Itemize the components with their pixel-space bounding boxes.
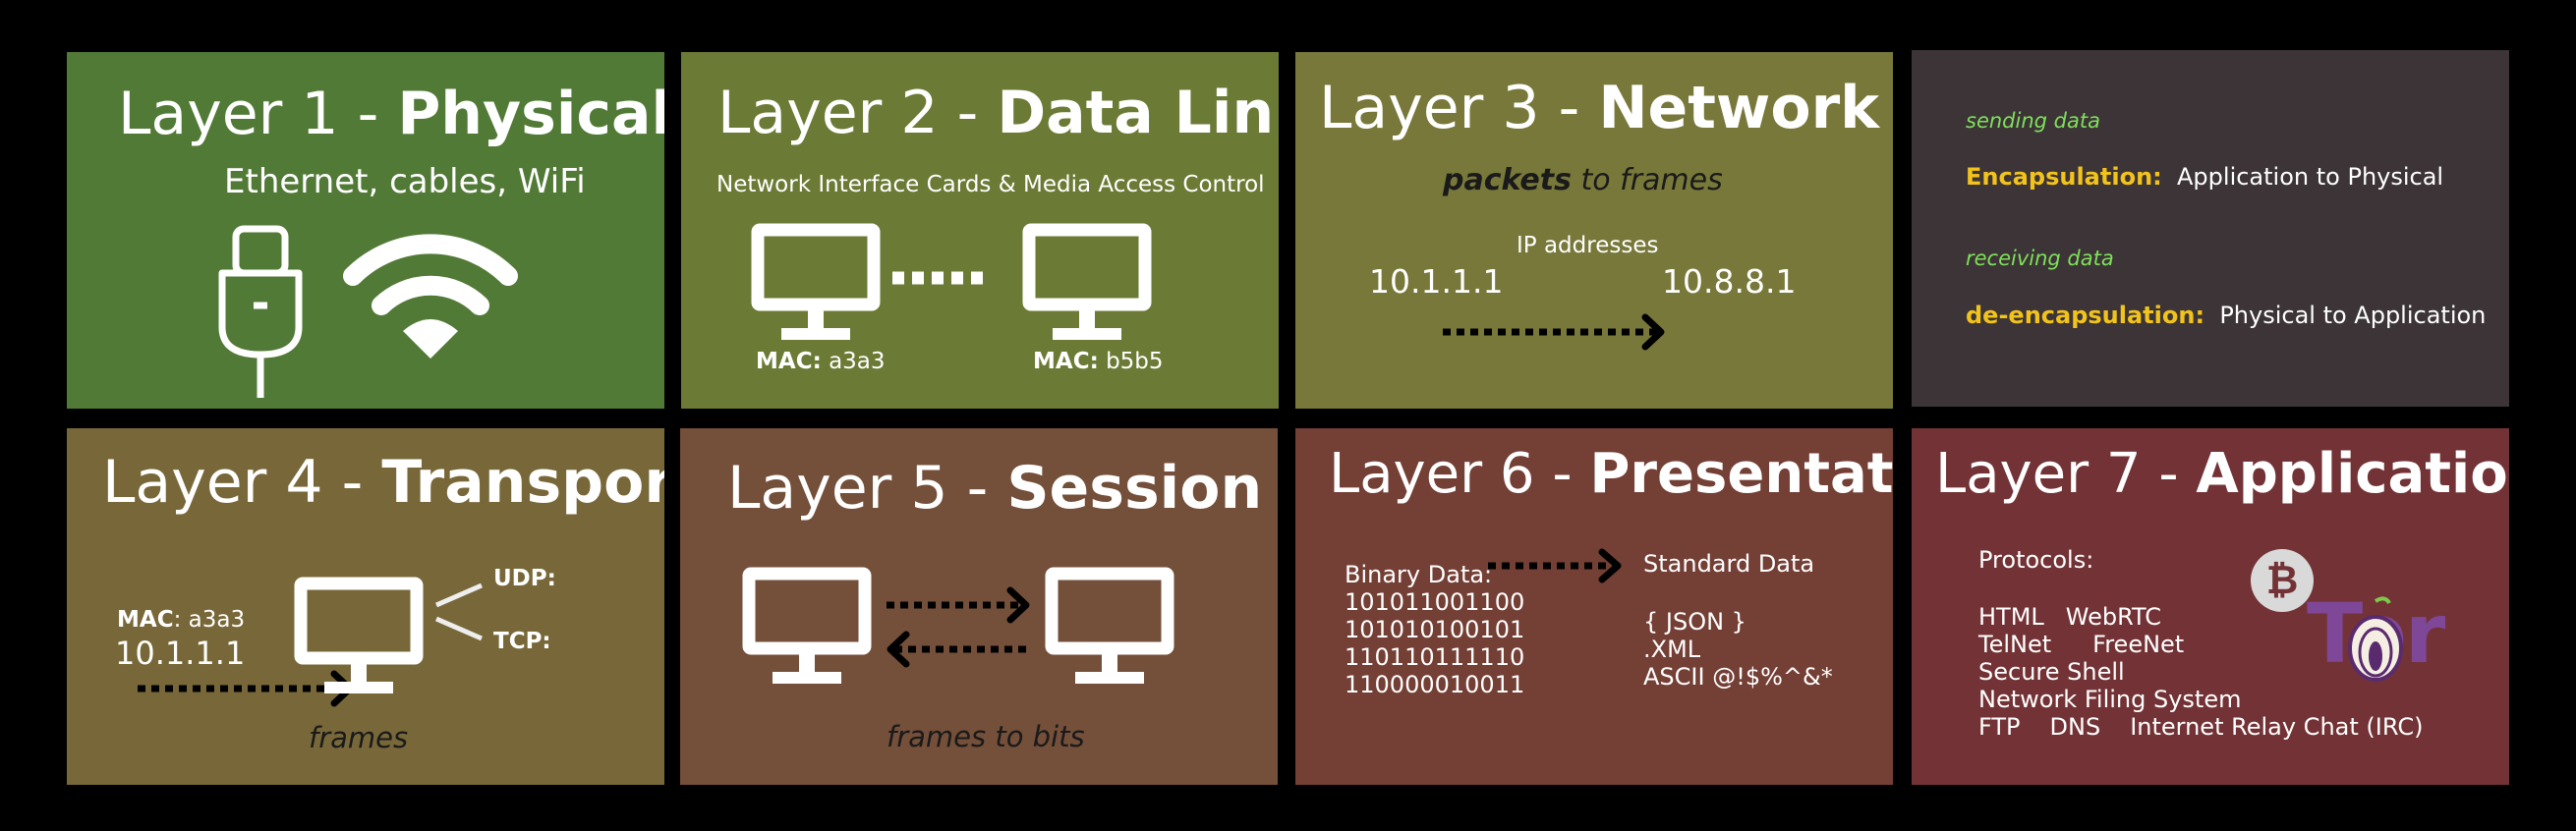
layer6-panel: Layer 6 - Presentation Binary Data: 1010… <box>1295 428 1893 785</box>
computer-b-icon <box>1022 223 1152 340</box>
arrow-left-icon <box>887 631 1030 668</box>
tor-logo-icon: Tor <box>2307 585 2454 684</box>
encapsulation-line: Encapsulation: Application to Physical <box>1966 163 2444 191</box>
ip-address: 10.1.1.1 <box>115 635 246 672</box>
format-item: ASCII @!$%^&* <box>1643 663 1833 691</box>
computer-a-icon <box>751 223 881 340</box>
binary-row: 110000010011 <box>1345 671 1525 698</box>
layer3-subtitle: packets to frames <box>1443 163 1723 197</box>
tor-onion-icon <box>2348 596 2403 682</box>
layer5-title: Layer 5 - Session <box>727 454 1263 523</box>
arrow-right-icon <box>1443 313 1665 351</box>
layer2-subtitle: Network Interface Cards & Media Access C… <box>716 172 1265 197</box>
layer7-panel: Layer 7 - Application Protocols: HTMLWeb… <box>1912 428 2509 785</box>
computer-b-icon <box>1045 567 1174 684</box>
layer7-title: Layer 7 - Application <box>1935 442 2509 506</box>
layer3-title: Layer 3 - Network <box>1319 74 1880 142</box>
frames-caption: frames <box>309 721 409 754</box>
arrow-right-icon <box>1488 548 1622 583</box>
layer5-panel: Layer 5 - Session frames to bits <box>680 428 1278 785</box>
protocol-row: Network Filing System <box>1978 686 2242 713</box>
mac-a-label: MAC: a3a3 <box>756 349 886 374</box>
info-panel: sending data Encapsulation: Application … <box>1912 50 2509 407</box>
layer4-panel: Layer 4 - Transport MAC: a3a3 10.1.1.1 U… <box>67 428 664 785</box>
binary-row: 110110111110 <box>1345 643 1525 671</box>
layer1-subtitle: Ethernet, cables, WiFi <box>224 162 586 201</box>
tcp-label: TCP: <box>493 629 551 654</box>
arrow-right-icon <box>887 586 1030 624</box>
computer-icon <box>294 577 424 693</box>
udp-label: UDP: <box>493 566 556 591</box>
protocols-label: Protocols: <box>1978 546 2094 574</box>
frames-to-bits-caption: frames to bits <box>887 720 1085 753</box>
format-item: .XML <box>1643 636 1701 663</box>
bitcoin-icon: ₿ <box>2251 549 2314 612</box>
protocol-row: Secure Shell <box>1978 658 2125 686</box>
mac-b-label: MAC: b5b5 <box>1033 349 1164 374</box>
layer4-title: Layer 4 - Transport <box>102 448 664 517</box>
binary-row: 101011001100 <box>1345 588 1525 616</box>
ip-addresses-label: IP addresses <box>1517 233 1659 258</box>
ethernet-plug-icon <box>218 225 303 398</box>
binary-data-label: Binary Data: <box>1345 561 1493 588</box>
computer-a-icon <box>742 567 872 684</box>
mac-label: MAC: a3a3 <box>117 607 246 633</box>
binary-row: 101010100101 <box>1345 616 1525 643</box>
layer2-title: Layer 2 - Data Link <box>717 79 1279 147</box>
receiving-data-label: receiving data <box>1966 247 2114 270</box>
layer6-title: Layer 6 - Presentation <box>1329 442 1893 506</box>
dotted-link <box>892 271 991 285</box>
ip-b: 10.8.8.1 <box>1662 262 1797 301</box>
layer1-title: Layer 1 - Physical <box>118 80 664 148</box>
ip-a: 10.1.1.1 <box>1369 262 1504 301</box>
format-item: { JSON } <box>1643 608 1746 636</box>
standard-data-label: Standard Data <box>1643 550 1815 578</box>
layer1-panel: Layer 1 - Physical Ethernet, cables, WiF… <box>67 52 664 409</box>
sending-data-label: sending data <box>1966 109 2100 133</box>
layer2-panel: Layer 2 - Data Link Network Interface Ca… <box>681 52 1279 409</box>
layer3-panel: Layer 3 - Network packets to frames IP a… <box>1295 52 1893 409</box>
connector-lines <box>435 582 483 641</box>
de-encapsulation-line: de-encapsulation: Physical to Applicatio… <box>1966 302 2487 329</box>
wifi-icon <box>343 234 518 359</box>
